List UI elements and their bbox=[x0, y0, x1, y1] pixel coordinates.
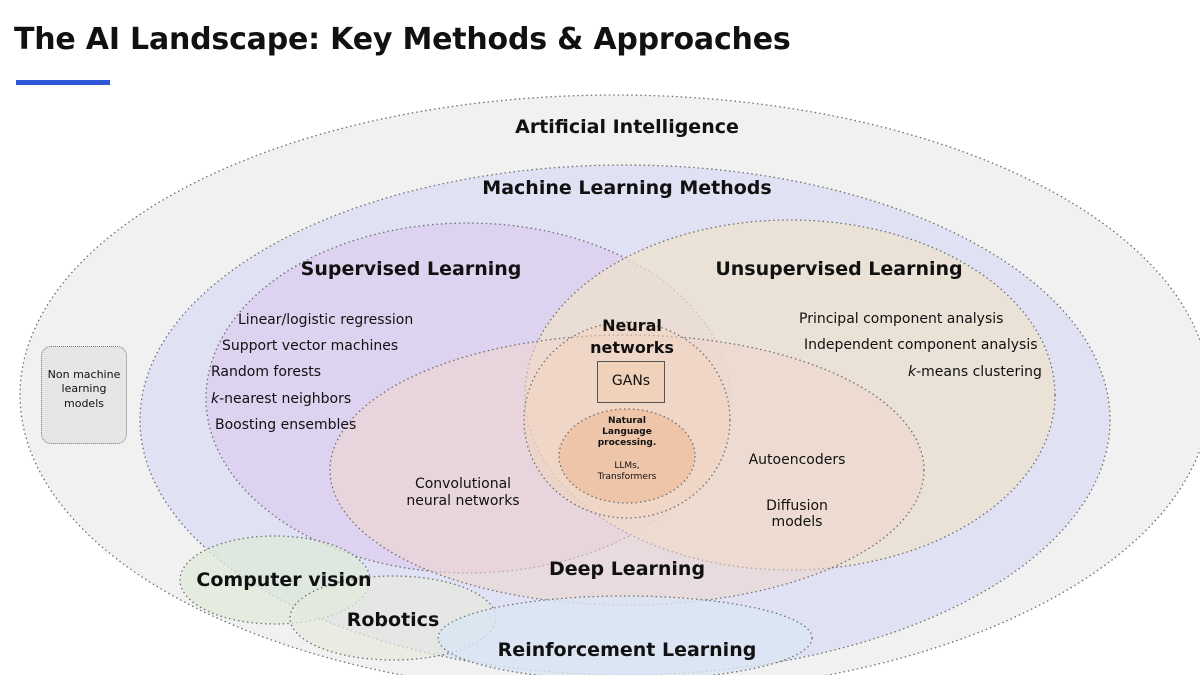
nlp-label-line5: Transformers bbox=[597, 472, 657, 482]
nlp-label-line2: Language bbox=[602, 427, 652, 437]
unsupervised-item: Principal component analysis bbox=[799, 311, 1004, 327]
neural-networks-label-line2: networks bbox=[590, 338, 674, 357]
gans-label: GANs bbox=[611, 373, 651, 389]
ml-label: Machine Learning Methods bbox=[482, 177, 772, 199]
supervised-item: k-nearest neighbors bbox=[211, 391, 352, 407]
non-ml-label: Non machine learning models bbox=[47, 368, 121, 410]
reinforcement-learning-ellipse bbox=[437, 595, 813, 675]
unsupervised-item: k-means clustering bbox=[908, 364, 1042, 380]
supervised-item: Random forests bbox=[211, 364, 322, 380]
cnn-label-line1: Convolutional bbox=[414, 476, 512, 492]
title-underline bbox=[16, 80, 110, 85]
diffusion-label-line1: Diffusion bbox=[766, 498, 828, 514]
computer-vision-label: Computer vision bbox=[196, 569, 372, 591]
nlp-label-line1: Natural bbox=[608, 416, 646, 426]
cnn-label-line2: neural networks bbox=[406, 493, 520, 509]
supervised-label: Supervised Learning bbox=[300, 258, 522, 280]
supervised-item: Boosting ensembles bbox=[215, 417, 357, 433]
ai-label: Artificial Intelligence bbox=[515, 116, 739, 138]
page-title: The AI Landscape: Key Methods & Approach… bbox=[14, 22, 791, 57]
reinforcement-learning-label: Reinforcement Learning bbox=[497, 639, 757, 661]
non-ml-box bbox=[41, 346, 127, 444]
supervised-item: Support vector machines bbox=[222, 338, 399, 354]
supervised-item: Linear/logistic regression bbox=[238, 312, 414, 328]
nlp-ellipse bbox=[558, 408, 696, 504]
nlp-label-line4: LLMs, bbox=[614, 461, 640, 471]
diffusion-label-line2: models bbox=[771, 514, 823, 530]
gans-box bbox=[597, 361, 665, 403]
autoencoders-label: Autoencoders bbox=[748, 452, 846, 468]
robotics-label: Robotics bbox=[346, 609, 440, 631]
unsupervised-label: Unsupervised Learning bbox=[715, 258, 963, 280]
deep-learning-label: Deep Learning bbox=[548, 558, 706, 580]
nlp-label-line3: processing. bbox=[597, 438, 657, 448]
neural-networks-label-line1: Neural bbox=[602, 316, 662, 335]
unsupervised-item: Independent component analysis bbox=[804, 337, 1038, 353]
